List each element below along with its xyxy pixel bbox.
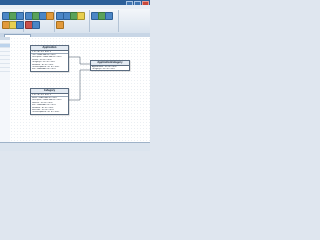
entity-field: ApplicationID : INT NOT NULL: [92, 65, 117, 68]
menu-bar: [0, 5, 150, 9]
align-icon[interactable]: [77, 12, 85, 20]
entity-field: Version : INT NOT NULL: [32, 58, 52, 61]
entity-application-category[interactable]: ApplicationCategory ApplicationID : INT …: [90, 60, 130, 72]
entity-field: ParentID : INT NOT NULL: [32, 101, 53, 104]
layout-icon[interactable]: [32, 21, 40, 29]
entity-field: Name : NVARCHAR NOT NULL: [32, 96, 58, 99]
entity-field: Title : NVARCHAR NOT NULL: [32, 53, 56, 56]
ribbon-toolbar: [0, 9, 150, 34]
entity-field: IsEnabled : BIT NOT NULL: [32, 63, 54, 66]
entity-title: Category: [31, 89, 68, 94]
primary-key-field: + ID : INT NOT NULL +: [31, 51, 68, 54]
entity-field: ContentUpdated : INT NOT NULL: [32, 111, 60, 114]
entity-field: IsEnabled : BIT NOT NULL: [32, 106, 54, 109]
save-icon[interactable]: [16, 12, 24, 20]
entity-field: SortOrder : INT NOT NULL: [32, 108, 54, 111]
entity-field: Description : NVARCHAR NOT NULL: [32, 99, 62, 102]
print-icon[interactable]: [105, 12, 113, 20]
primary-key-field: + ID : INT NOT NULL +: [31, 94, 68, 97]
list-item[interactable]: [0, 48, 10, 52]
entity-title: ApplicationCategory: [91, 61, 129, 66]
list-item[interactable]: [0, 68, 10, 72]
tab-diagram[interactable]: [4, 33, 31, 38]
entity-field: CategoryID : INT NOT NULL: [92, 67, 116, 70]
entity-field: Icon : VARBINARY NOT NULL: [32, 104, 56, 107]
ribbon-group-3: [55, 10, 90, 32]
diagram-canvas[interactable]: Application + ID : INT NOT NULL + Title …: [10, 37, 150, 142]
ribbon-group-2: [24, 10, 55, 32]
entity-field: ContentUpdated : INT NOT NULL: [32, 65, 60, 68]
list-item[interactable]: [0, 60, 10, 64]
relationship-line[interactable]: [67, 56, 90, 65]
ribbon-group-1: [1, 10, 24, 32]
ribbon-group-4: [90, 10, 119, 32]
status-bar: [0, 142, 150, 151]
panel-header: [0, 37, 10, 40]
list-item[interactable]: [0, 56, 10, 60]
entity-category[interactable]: Category + ID : INT NOT NULL + Name : NV…: [30, 88, 69, 115]
list-item[interactable]: [0, 40, 10, 44]
note-icon[interactable]: [46, 12, 54, 20]
entity-title: Application: [31, 46, 68, 51]
list-item[interactable]: [0, 52, 10, 56]
entity-application[interactable]: Application + ID : INT NOT NULL + Title …: [30, 45, 69, 72]
relationship-line[interactable]: [67, 69, 90, 101]
generate-icon[interactable]: [56, 21, 64, 29]
entity-field: CategoryID : INT NOT NULL: [32, 61, 56, 64]
entity-field: Icon : VARBINARY NOT NULL: [32, 68, 56, 71]
entity-field: Description : NVARCHAR NOT NULL: [32, 56, 62, 59]
list-item[interactable]: [0, 64, 10, 68]
list-item[interactable]: [0, 44, 10, 48]
paste-icon[interactable]: [16, 21, 24, 29]
